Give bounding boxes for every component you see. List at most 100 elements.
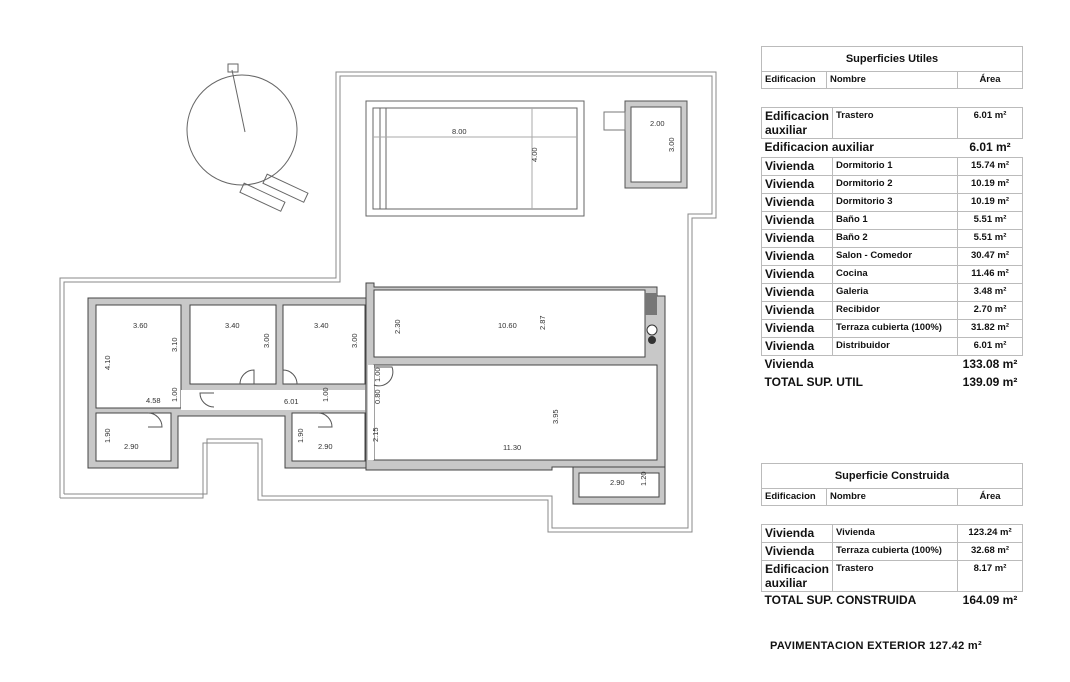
- cell: Vivienda: [760, 211, 834, 230]
- cell: Vivienda: [764, 357, 814, 371]
- cell: 31.82 m²: [957, 319, 1023, 338]
- svg-text:4.10: 4.10: [103, 355, 112, 370]
- col-header: Edificacion: [761, 488, 827, 506]
- subtotal-row: Edificacion auxiliar 6.01 m²: [762, 139, 1023, 158]
- cell: TOTAL SUP. CONSTRUIDA: [764, 593, 917, 607]
- pavimentacion-exterior: PAVIMENTACION EXTERIOR 127.42 m²: [770, 640, 982, 652]
- cell: Edificacion auxiliar: [764, 140, 874, 154]
- storage-building: [603, 100, 688, 189]
- svg-text:2.90: 2.90: [318, 442, 333, 451]
- total-row: TOTAL SUP. CONSTRUIDA 164.09 m²: [762, 592, 1023, 611]
- svg-text:3.40: 3.40: [314, 321, 329, 330]
- doors: [147, 366, 394, 428]
- cell: Vivienda: [760, 175, 834, 194]
- col-header: Edificacion: [761, 71, 827, 89]
- cell: Dormitorio 1: [832, 157, 958, 176]
- svg-text:4.58: 4.58: [146, 396, 161, 405]
- cell: 5.51 m²: [957, 229, 1023, 248]
- house-walls: [87, 282, 666, 505]
- cell: Vivienda: [760, 193, 834, 212]
- svg-text:3.10: 3.10: [170, 337, 179, 352]
- svg-text:1.00: 1.00: [373, 367, 382, 382]
- pool: [365, 100, 585, 217]
- cell: TOTAL SUP. UTIL: [764, 375, 863, 389]
- cell: Vivienda: [760, 229, 834, 248]
- cell: Trastero: [832, 560, 958, 592]
- dimension-labels: 3.60 4.10 3.10 3.40 3.00 3.40 3.00 4.58 …: [103, 315, 648, 487]
- floor-plan: 8.00 4.00 2.00 3.00 3.6: [59, 63, 717, 533]
- cell: 10.19 m²: [957, 193, 1023, 212]
- kitchen-fixtures: [645, 293, 658, 344]
- cell: Terraza cubierta (100%): [832, 319, 958, 338]
- svg-text:3.60: 3.60: [133, 321, 148, 330]
- cell: Vivienda: [760, 265, 834, 284]
- cell: 8.17 m²: [957, 560, 1023, 592]
- cell: Vivienda: [760, 247, 834, 266]
- cell: Terraza cubierta (100%): [832, 542, 958, 561]
- col-header: Nombre: [826, 71, 958, 89]
- cell: 5.51 m²: [957, 211, 1023, 230]
- cell: 2.70 m²: [957, 301, 1023, 320]
- cell: 32.68 m²: [957, 542, 1023, 561]
- col-header: Nombre: [826, 488, 958, 506]
- table-title: Superficies Utiles: [761, 46, 1023, 72]
- svg-text:1.90: 1.90: [296, 428, 305, 443]
- cell: Recibidor: [832, 301, 958, 320]
- svg-text:3.00: 3.00: [350, 333, 359, 348]
- svg-text:1.20: 1.20: [639, 471, 648, 486]
- svg-text:11.30: 11.30: [503, 443, 521, 452]
- svg-text:1.00: 1.00: [170, 387, 179, 402]
- round-feature: [186, 63, 309, 212]
- svg-text:3.95: 3.95: [551, 409, 560, 424]
- cell: Vivienda: [760, 542, 834, 561]
- pool-length-label: 8.00: [452, 127, 467, 136]
- cell: 10.19 m²: [957, 175, 1023, 194]
- cell: 6.01 m²: [957, 337, 1023, 356]
- svg-text:6.01: 6.01: [284, 397, 299, 406]
- cell: Baño 1: [832, 211, 958, 230]
- cell: 6.01 m²: [957, 107, 1023, 139]
- cell: Vivienda: [760, 337, 834, 356]
- cell: Galeria: [832, 283, 958, 302]
- cell: Vivienda: [760, 283, 834, 302]
- cell: 11.46 m²: [957, 265, 1023, 284]
- cell: Salon - Comedor: [832, 247, 958, 266]
- cell: Trastero: [832, 107, 958, 139]
- cell: Cocina: [832, 265, 958, 284]
- plot-boundary: [59, 71, 717, 533]
- cell: Vivienda: [832, 524, 958, 543]
- storage-depth-label: 3.00: [667, 137, 676, 152]
- svg-text:2.90: 2.90: [124, 442, 139, 451]
- cell: 6.01 m²: [969, 140, 1011, 154]
- cell: Vivienda: [760, 157, 834, 176]
- cell: 164.09 m²: [962, 593, 1018, 607]
- cell: Dormitorio 3: [832, 193, 958, 212]
- cell: Vivienda: [760, 301, 834, 320]
- pool-width-label: 4.00: [530, 147, 539, 162]
- cell: 139.09 m²: [962, 375, 1018, 389]
- svg-text:2.87: 2.87: [538, 315, 547, 330]
- svg-text:1.00: 1.00: [321, 387, 330, 402]
- col-header: Área: [957, 488, 1023, 506]
- cell: Distribuidor: [832, 337, 958, 356]
- cell: 3.48 m²: [957, 283, 1023, 302]
- storage-width-label: 2.00: [650, 119, 665, 128]
- cell: 30.47 m²: [957, 247, 1023, 266]
- svg-text:3.40: 3.40: [225, 321, 240, 330]
- svg-text:3.00: 3.00: [262, 333, 271, 348]
- total-row: TOTAL SUP. UTIL 139.09 m²: [762, 374, 1023, 392]
